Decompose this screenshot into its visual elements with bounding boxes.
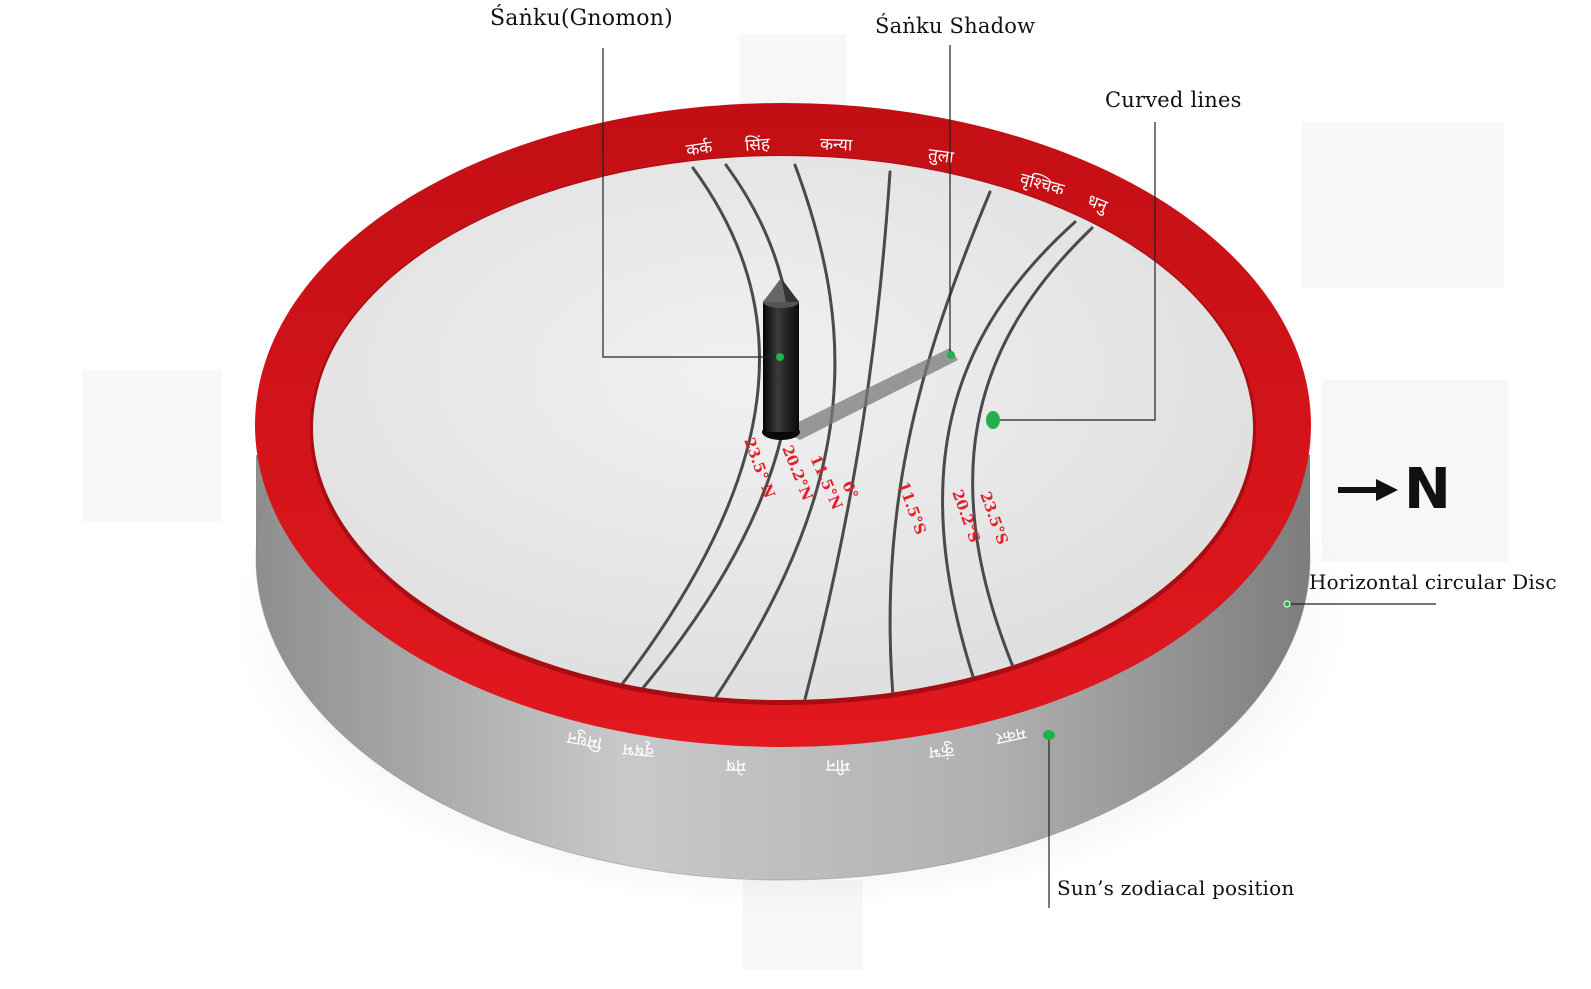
markers [776,351,1291,740]
gnomon-shadow [782,348,958,440]
zodiac-label: मीन [825,755,850,776]
curves-leader [993,122,1156,421]
zodiac-position-label: Sun’s zodiacal position [1057,876,1295,900]
curve-0 [790,170,892,700]
disc-marker [1283,600,1291,608]
curve-11-5-n [684,163,837,700]
gnomon-marker [776,353,784,361]
disc-label: Horizontal circular Disc [1309,570,1557,594]
background-patch [83,370,221,522]
background-patch [1302,122,1504,288]
zodiac-label: तुला [927,145,956,168]
gnomon-leader [602,48,780,358]
north-arrow-shaft [1338,487,1376,493]
zodiac-label: वृषभ [621,739,655,762]
north-indicator: N [1338,462,1451,518]
declination-label: 0° [838,478,862,502]
leader-lines [602,45,1436,908]
curve-23-5-s [971,226,1094,700]
shadow-marker [947,351,955,359]
gnomon-label: Śaṅku(Gnomon) [490,6,673,31]
shadow-label: Śaṅku Shadow [875,14,1036,38]
curves-marker [986,411,1000,429]
zodiac-label: मेष [725,755,746,776]
curve-20-2-s [941,220,1077,700]
curves-label: Curved lines [1105,88,1242,112]
gnomon [762,278,800,440]
zodiac-label: कुंभ [927,740,955,762]
zodiac-label: सिंह [744,133,771,156]
zodiac-labels-top: कर्क सिंह कन्या तुला वृश्चिक धनु [685,133,1111,217]
curve-11-5-s [888,190,992,700]
north-arrow-icon [1376,479,1398,501]
zodiac-position-marker [1043,730,1055,740]
zodiac-label: कन्या [820,134,854,155]
zodiac-label: कर्क [685,136,715,161]
background-patch [1322,380,1508,562]
curve-23-5-n [590,166,761,700]
north-letter: N [1404,457,1451,522]
